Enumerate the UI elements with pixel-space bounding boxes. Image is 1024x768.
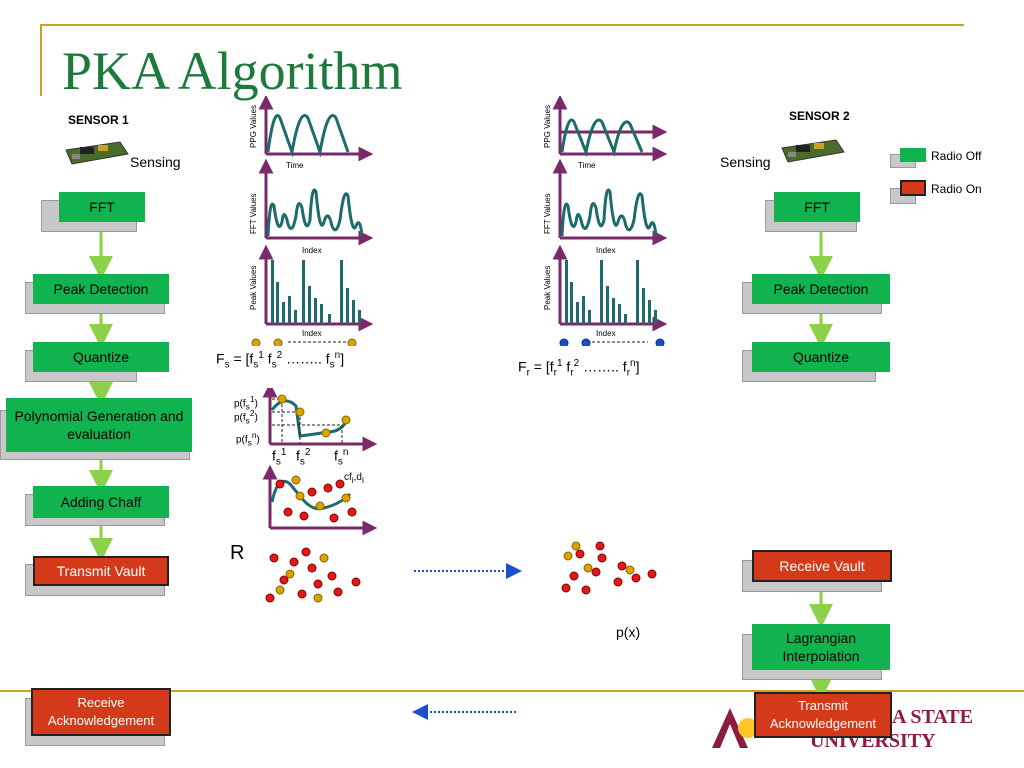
poly-label-n: p(fsn) — [236, 430, 260, 448]
received-vault-points — [561, 541, 657, 595]
bottom-rule — [0, 690, 1024, 692]
graph-x-label: Index — [596, 329, 616, 338]
left-receive-ack-box: Receive Acknowledgement — [31, 688, 171, 736]
sensor-2-label: SENSOR 2 — [789, 109, 850, 123]
left-fft-box: FFT — [59, 192, 145, 222]
right-fft-box: FFT — [774, 192, 860, 222]
graph-x-label: Index — [302, 246, 322, 255]
top-rule — [40, 24, 964, 26]
transmitted-vault-points — [265, 547, 361, 603]
graph-y-label: FFT Values — [543, 193, 552, 234]
left-adding-chaff-box: Adding Chaff — [33, 486, 169, 518]
legend-radio-off-swatch — [900, 148, 926, 162]
fr-vector-formula: Fr = [fr1 fr2 …….. frn] — [518, 358, 640, 379]
fs-vector-formula: Fs = [fs1 fs2 …….. fsn] — [216, 350, 345, 371]
px-polynomial-label: p(x) — [616, 624, 641, 640]
left-polynomial-box: Polynomial Generation and evaluation — [6, 398, 192, 452]
graph-y-label: FFT Values — [249, 193, 258, 234]
right-transmit-ack-box-overlay: Transmit Acknowledgement — [754, 692, 892, 738]
sensor-1-sensing: Sensing — [130, 154, 181, 170]
poly-x-label-1: fs1 — [272, 447, 287, 468]
left-transmit-vault-box: Transmit Vault — [33, 556, 169, 586]
right-quantize-box: Quantize — [752, 342, 890, 372]
sensor-1-signal-graphs: PPG Values FFT Values Peak Values Time I… — [249, 96, 374, 346]
left-rule — [40, 24, 42, 96]
graph-x-label: Index — [596, 246, 616, 255]
graph-y-label: Peak Values — [249, 266, 258, 310]
slide-title: PKA Algorithm — [62, 41, 403, 101]
poly-x-label-2: fs2 — [296, 447, 311, 468]
legend-radio-on-label: Radio On — [931, 182, 982, 196]
sensor-1-label: SENSOR 1 — [68, 113, 129, 127]
graph-y-label: PPG Values — [249, 105, 258, 148]
sensor-board-icon — [65, 141, 129, 165]
graph-y-label: Peak Values — [543, 266, 552, 310]
vault-r-label: R — [230, 542, 245, 564]
legend-radio-off-label: Radio Off — [931, 149, 982, 163]
left-quantize-box: Quantize — [33, 342, 169, 372]
right-receive-vault-box: Receive Vault — [752, 550, 892, 582]
right-lagrangian-box: Lagrangian Interpolation — [752, 624, 890, 670]
sensor-2-signal-graphs: PPG Values FFT Values Peak Values Time I… — [543, 96, 668, 346]
poly-x-label-n: fsn — [334, 447, 349, 468]
chaff-point-label: cfi,di — [344, 472, 364, 485]
polynomial-evaluation-graph — [262, 388, 378, 536]
university-name-top: A STATE — [892, 706, 973, 728]
graph-y-label: PPG Values — [543, 105, 552, 148]
poly-label-1: p(fs1) — [234, 394, 258, 412]
sensor-2-sensing: Sensing — [720, 154, 771, 170]
right-peak-detection-box: Peak Detection — [752, 274, 890, 304]
poly-label-2: p(fs2) — [234, 408, 258, 426]
legend-radio-on-swatch — [900, 180, 926, 196]
graph-x-label: Time — [578, 161, 596, 170]
graph-x-label: Time — [286, 161, 304, 170]
left-peak-detection-box: Peak Detection — [33, 274, 169, 304]
university-logo-icon — [712, 708, 758, 748]
graph-x-label: Index — [302, 329, 322, 338]
sensor-board-icon — [781, 139, 845, 163]
